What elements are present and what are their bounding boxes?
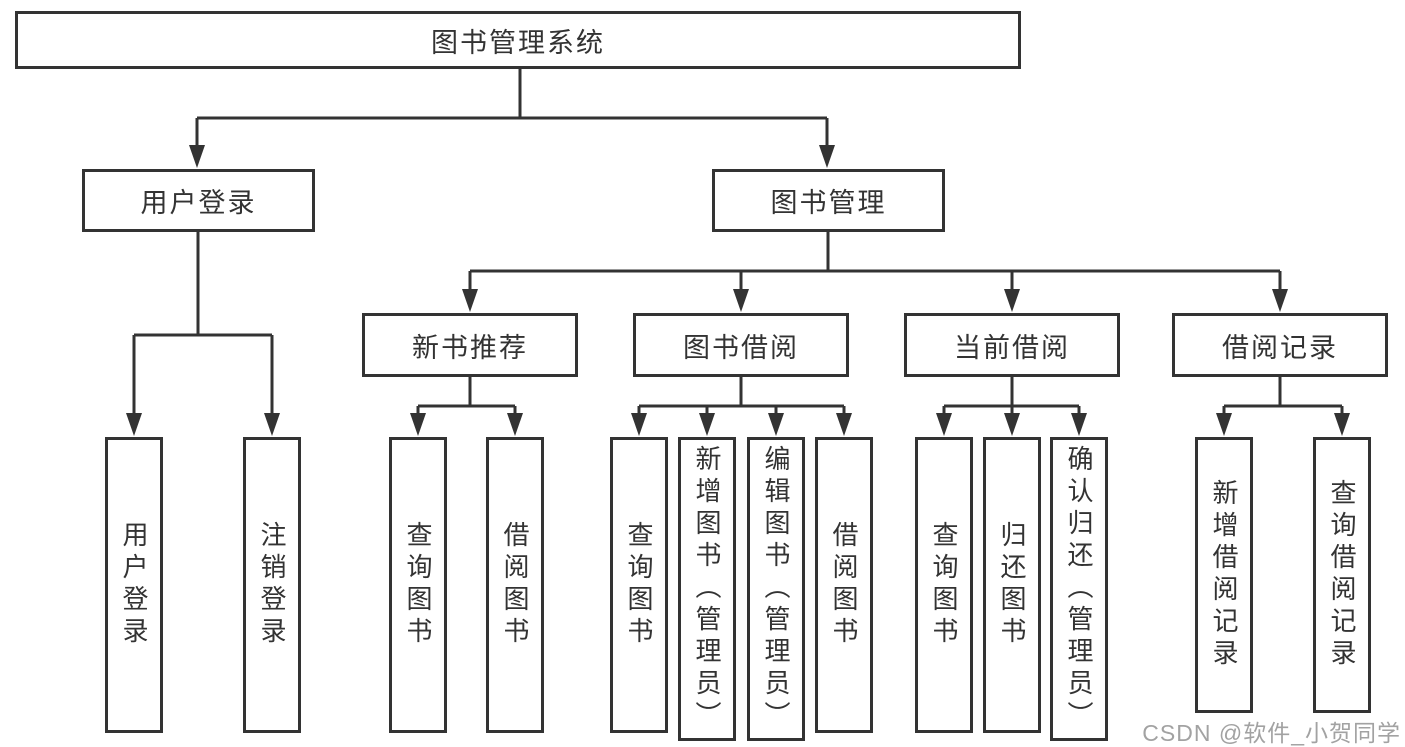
arrowhead xyxy=(507,413,523,436)
arrowhead xyxy=(733,289,749,312)
leaf-confirm-return-admin: 确认归还（管理员） xyxy=(1050,437,1108,741)
leaf-query-books: 查询图书 xyxy=(610,437,668,733)
arrowhead xyxy=(1272,289,1288,312)
node-label: 编辑图书（管理员） xyxy=(761,445,791,733)
node-label: 图书管理 xyxy=(770,188,887,218)
arrowhead xyxy=(936,413,952,436)
node-label: 借阅记录 xyxy=(1222,332,1338,363)
node-label: 图书管理系统 xyxy=(431,27,605,58)
node-book-borrowing: 图书借阅 xyxy=(633,313,849,377)
node-library-management-system: 图书管理系统 xyxy=(15,11,1021,69)
node-label: 用户登录 xyxy=(119,521,149,649)
node-label: 借阅图书 xyxy=(500,521,530,649)
node-label: 查询图书 xyxy=(403,521,433,649)
node-label: 当前借阅 xyxy=(954,332,1070,363)
leaf-query-borrow-record: 查询借阅记录 xyxy=(1313,437,1371,713)
node-borrowing-records: 借阅记录 xyxy=(1172,313,1388,377)
arrowhead xyxy=(631,413,647,436)
leaf-logout: 注销登录 xyxy=(243,437,301,733)
arrowhead xyxy=(699,413,715,436)
arrowhead xyxy=(410,413,426,436)
node-label: 用户登录 xyxy=(140,188,257,218)
leaf-edit-books-admin: 编辑图书（管理员） xyxy=(747,437,805,741)
leaf-return-books: 归还图书 xyxy=(983,437,1041,733)
node-user-login: 用户登录 xyxy=(82,169,315,232)
leaf-add-books-admin: 新增图书（管理员） xyxy=(678,437,736,741)
leaf-add-borrow-record: 新增借阅记录 xyxy=(1195,437,1253,713)
arrowhead xyxy=(1004,289,1020,312)
arrowheads xyxy=(126,145,1350,436)
node-label: 图书借阅 xyxy=(683,332,799,363)
node-label: 查询图书 xyxy=(929,521,959,649)
leaf-borrow-books: 借阅图书 xyxy=(815,437,873,733)
node-current-borrowing: 当前借阅 xyxy=(904,313,1120,377)
leaf-query-books: 查询图书 xyxy=(915,437,973,733)
leaf-borrow-books: 借阅图书 xyxy=(486,437,544,733)
arrowhead xyxy=(264,413,280,436)
node-new-book-recommend: 新书推荐 xyxy=(362,313,578,377)
arrowhead xyxy=(1004,413,1020,436)
arrowhead xyxy=(768,413,784,436)
arrowhead xyxy=(1071,413,1087,436)
csdn-watermark: CSDN @软件_小贺同学 xyxy=(1142,720,1401,746)
arrowhead xyxy=(126,413,142,436)
arrowhead xyxy=(1216,413,1232,436)
node-label: 新书推荐 xyxy=(412,332,528,363)
node-label: 新增借阅记录 xyxy=(1209,479,1239,671)
arrowhead xyxy=(189,145,205,168)
arrowhead xyxy=(1334,413,1350,436)
node-label: 查询图书 xyxy=(624,521,654,649)
node-label: 新增图书（管理员） xyxy=(692,445,722,733)
leaf-user-login: 用户登录 xyxy=(105,437,163,733)
arrowhead xyxy=(819,145,835,168)
node-label: 确认归还（管理员） xyxy=(1064,445,1094,733)
leaf-query-books: 查询图书 xyxy=(389,437,447,733)
node-label: 借阅图书 xyxy=(829,521,859,649)
node-book-management: 图书管理 xyxy=(712,169,945,232)
node-label: 注销登录 xyxy=(257,521,287,649)
node-label: 查询借阅记录 xyxy=(1327,479,1357,671)
node-label: 归还图书 xyxy=(997,521,1027,649)
arrowhead xyxy=(462,289,478,312)
arrowhead xyxy=(836,413,852,436)
